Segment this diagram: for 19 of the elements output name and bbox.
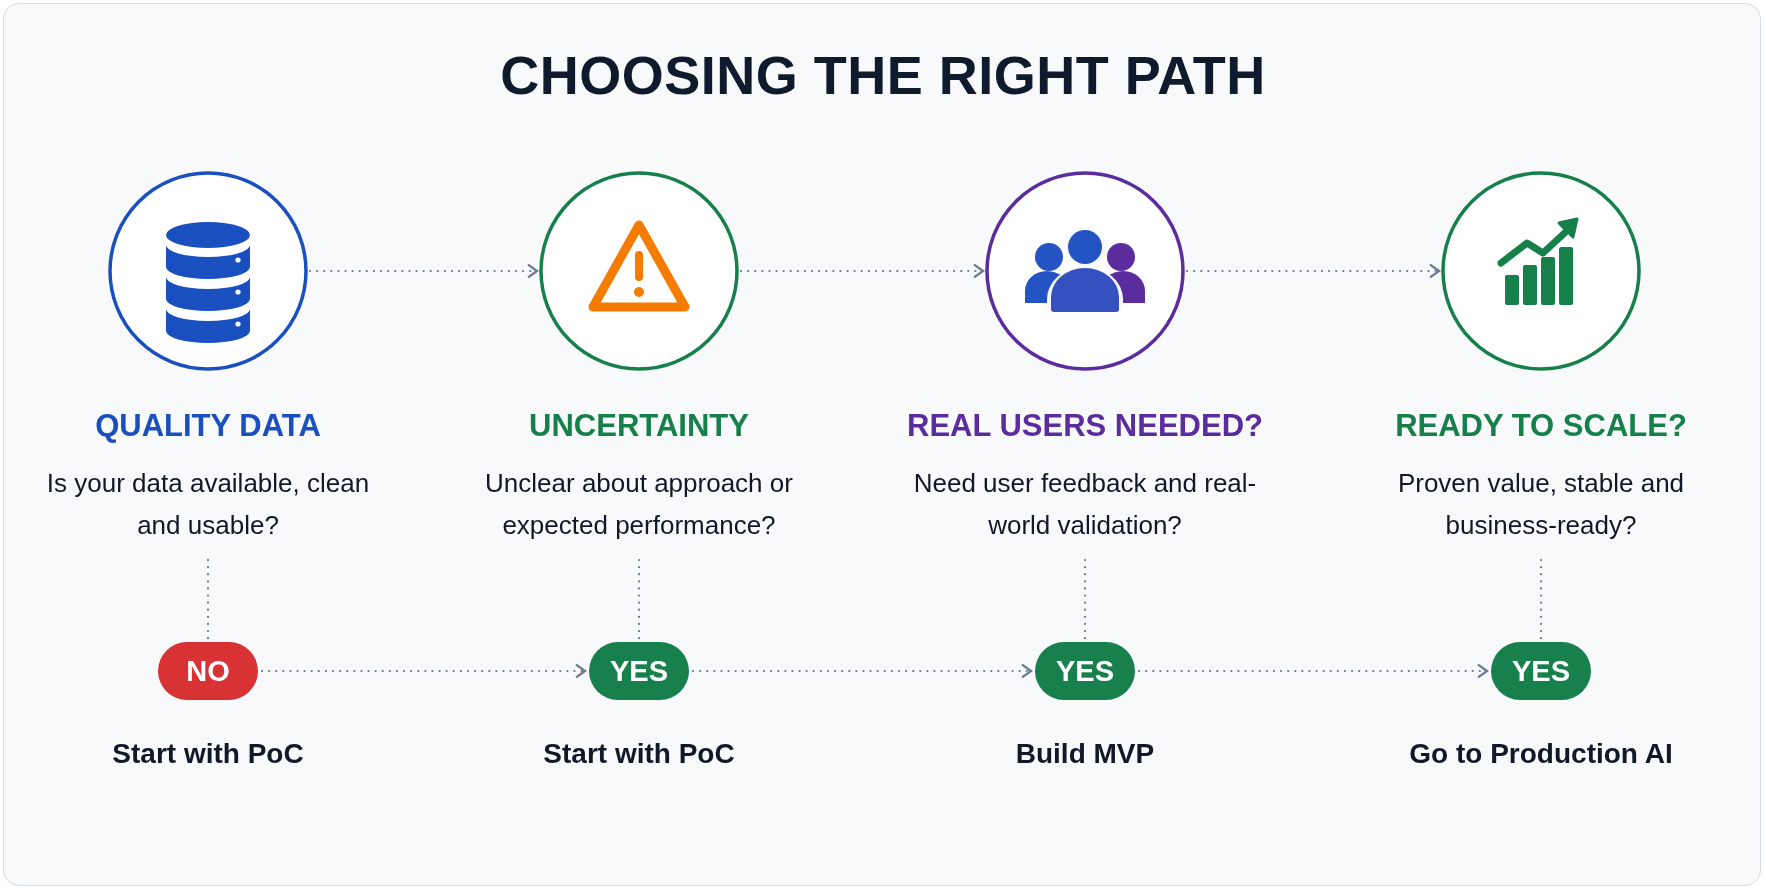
outcome-label: Start with PoC (542, 738, 736, 770)
step-question: Is your data available, clean and usable? (45, 467, 371, 542)
outcome-label: Build MVP (1014, 738, 1156, 770)
step-question: Unclear about approach or expected performance? (484, 467, 794, 542)
arrow (691, 664, 1033, 678)
step-question: Proven value, stable and business-ready? (1396, 467, 1686, 542)
step-heading: READY TO SCALE? (1394, 408, 1688, 444)
arrow (308, 264, 539, 278)
arrow (1185, 264, 1441, 278)
step-heading: UNCERTAINTY (528, 408, 750, 444)
step-heading: QUALITY DATA (94, 408, 322, 444)
outcome-label: Start with PoC (111, 738, 305, 770)
arrow (739, 264, 985, 278)
step-question: Need user feedback and real-world validation? (912, 467, 1258, 542)
outcome-label: Go to Production AI (1408, 738, 1674, 770)
arrow (260, 664, 587, 678)
step-heading: REAL USERS NEEDED? (906, 408, 1264, 444)
title: CHOOSING THE RIGHT PATH (499, 44, 1267, 106)
arrow (1137, 664, 1489, 678)
